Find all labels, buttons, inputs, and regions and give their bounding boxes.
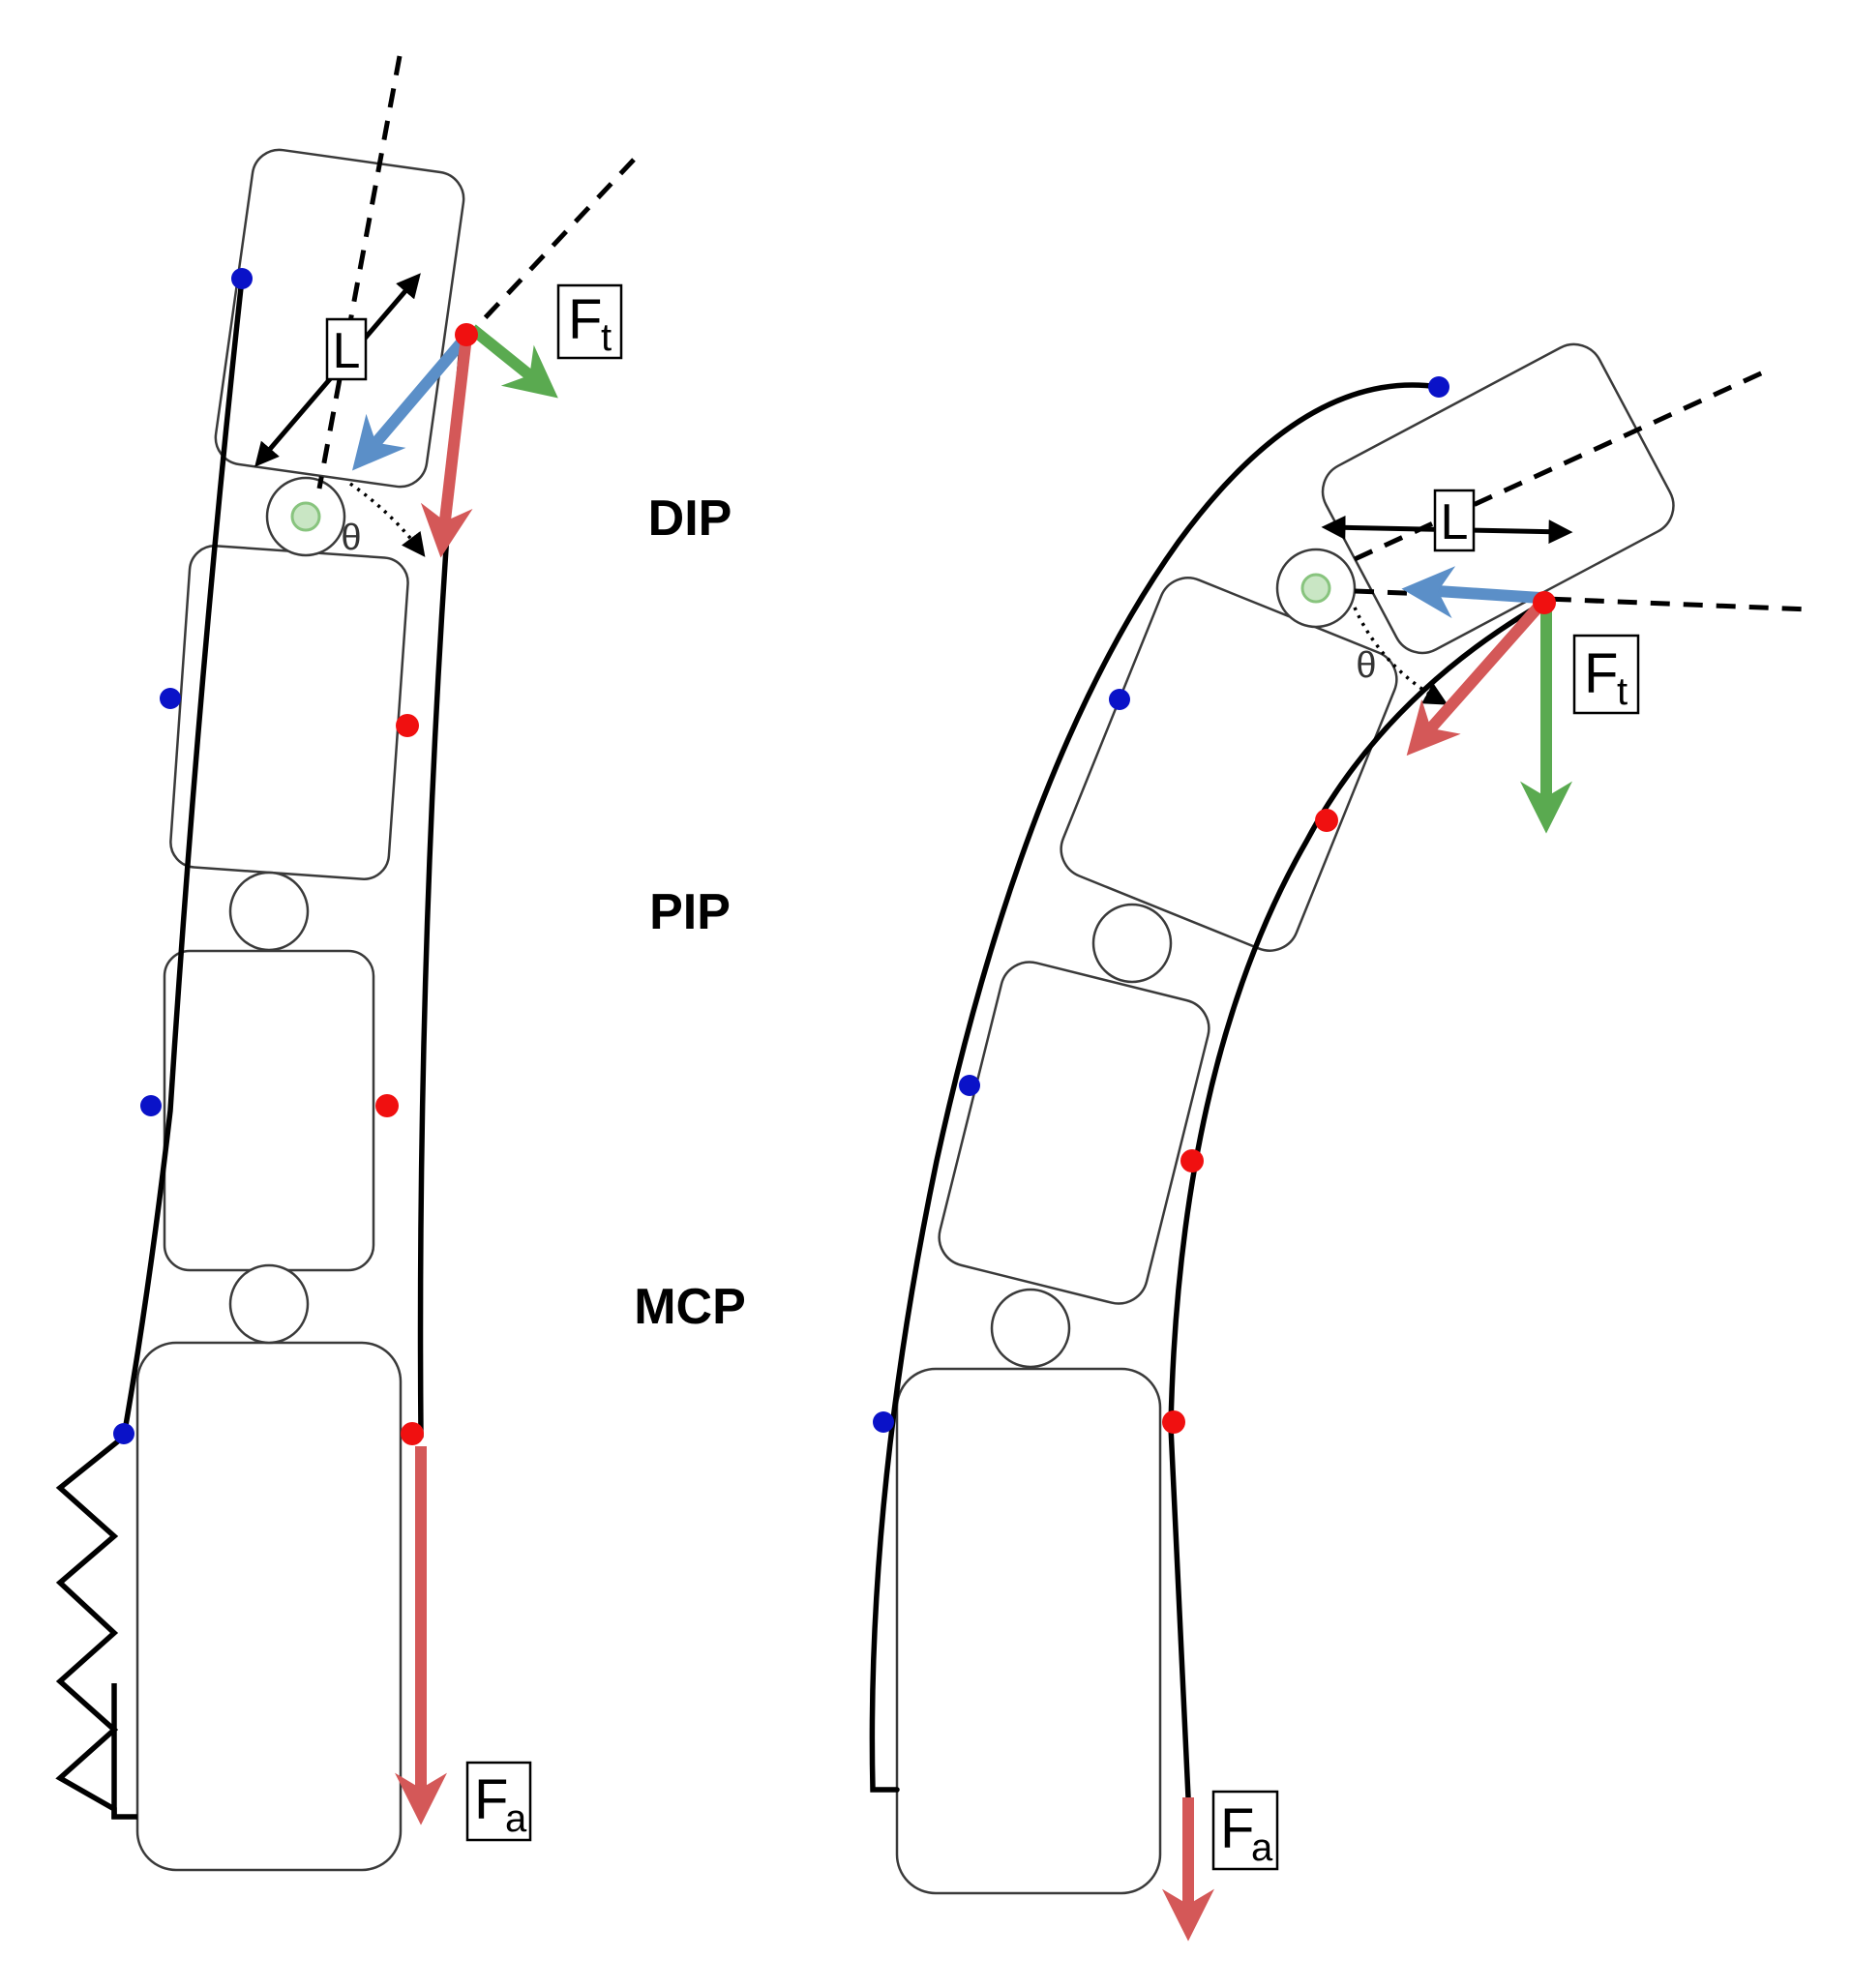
left-tip-blue-force: [351, 333, 471, 471]
right-tip-force-label: F t: [1572, 634, 1640, 715]
right-finger: L θ F t F a: [869, 342, 1810, 1942]
left-extensor-tendon: [121, 276, 245, 1439]
joint-label-dip: DIP: [648, 490, 732, 547]
right-proximal-phalanx: [938, 961, 1210, 1305]
left-proximal-phalanx: [163, 949, 375, 1272]
right-angle-arc: [1353, 607, 1449, 705]
right-angle-label: θ: [1356, 645, 1376, 686]
left-extensor-anchor-middle: [160, 688, 181, 709]
left-metacarpal: [135, 1341, 403, 1872]
left-dip-pivot: [290, 501, 321, 532]
right-length-label: L: [1441, 494, 1469, 550]
left-length-label: L: [333, 323, 361, 379]
left-angle-label: θ: [341, 518, 361, 558]
left-tip-direction-line: [482, 158, 636, 321]
left-extensor-anchor-metacarpal: [113, 1423, 134, 1444]
left-return-spring: [55, 1434, 126, 1819]
right-pip-joint-roller: [1091, 903, 1173, 984]
right-extensor-tendon: [869, 382, 1442, 1793]
right-length-label-box: [1433, 489, 1476, 552]
svg-text:F: F: [1220, 1797, 1254, 1860]
right-dip-pivot: [1300, 573, 1331, 604]
svg-text:F: F: [474, 1768, 508, 1831]
svg-text:t: t: [1617, 670, 1628, 713]
right-middle-phalanx: [1060, 577, 1398, 952]
right-extensor-anchor-distal: [1428, 376, 1449, 398]
right-mcp-joint-roller: [990, 1288, 1071, 1369]
right-extensor-anchor-middle: [1109, 689, 1130, 710]
right-flexor-anchor-proximal: [1180, 1149, 1204, 1172]
left-spring-base: [111, 1683, 137, 1820]
right-actuation-force-label: F a: [1211, 1790, 1279, 1871]
right-metacarpal: [895, 1367, 1162, 1895]
left-mcp-joint-roller: [228, 1263, 310, 1345]
svg-text:F: F: [1584, 642, 1618, 705]
right-extensor-anchor-metacarpal: [873, 1411, 894, 1433]
left-flexor-anchor-metacarpal: [401, 1422, 424, 1445]
right-flexor-tendon: [1168, 602, 1543, 1800]
svg-text:F: F: [568, 288, 602, 351]
svg-text:a: a: [1251, 1826, 1273, 1869]
svg-text:t: t: [601, 316, 612, 359]
left-flexor-tendon: [417, 331, 465, 1439]
left-angle-arc: [348, 482, 426, 557]
right-distal-phalanx: [1321, 342, 1675, 655]
left-flexor-anchor-distal: [455, 323, 478, 346]
svg-text:a: a: [505, 1797, 527, 1840]
joint-label-pip: PIP: [649, 884, 731, 940]
right-tip-blue-force: [1401, 566, 1541, 619]
left-middle-phalanx: [169, 545, 409, 880]
left-extensor-anchor-distal: [231, 268, 253, 289]
left-tip-green-force: [468, 324, 558, 399]
left-tip-force-label: F t: [556, 283, 623, 360]
joint-label-mcp: MCP: [634, 1279, 746, 1335]
right-tip-red-force: [1406, 601, 1545, 757]
left-pip-joint-roller: [228, 871, 310, 952]
left-tip-red-force: [420, 336, 473, 558]
right-flexor-anchor-middle: [1315, 809, 1338, 832]
right-flexor-anchor-metacarpal: [1162, 1410, 1185, 1434]
right-flexor-anchor-distal: [1533, 591, 1556, 614]
right-extensor-anchor-proximal: [959, 1075, 980, 1096]
left-actuation-force-label: F a: [465, 1761, 532, 1842]
left-flexor-anchor-proximal: [375, 1094, 399, 1117]
left-flexor-anchor-middle: [396, 714, 419, 737]
left-finger: L θ F t F a: [55, 55, 636, 1872]
left-length-label-box: [325, 317, 368, 381]
left-extensor-anchor-proximal: [140, 1095, 162, 1116]
